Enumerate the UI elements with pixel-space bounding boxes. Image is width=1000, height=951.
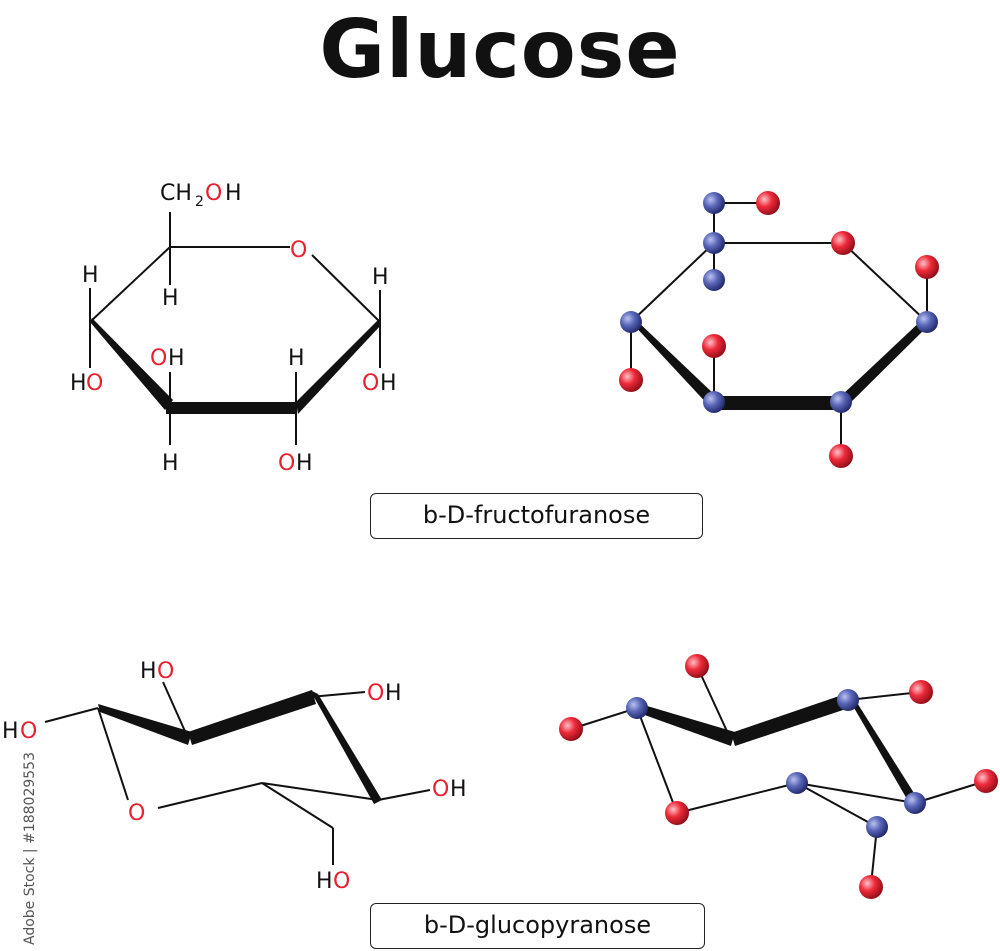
carbon-atom bbox=[786, 772, 808, 794]
h-label: H bbox=[372, 265, 389, 290]
carbon-atom bbox=[703, 269, 725, 291]
o-label: O bbox=[432, 777, 449, 802]
h-label: H bbox=[296, 451, 313, 476]
ring-oxygen-atom bbox=[831, 231, 855, 255]
o-label: O bbox=[157, 659, 174, 684]
haworth-structure: CH 2 O H O H H H H H H O O H O H O H bbox=[70, 181, 397, 476]
oxygen-atom bbox=[915, 255, 939, 279]
watermark-text: Adobe Stock | #188029553 bbox=[22, 752, 38, 945]
oxygen-atom bbox=[829, 444, 853, 468]
h-label: H bbox=[162, 451, 179, 476]
h-label: H bbox=[2, 719, 19, 744]
oxygen-atom bbox=[559, 717, 583, 741]
carbon-atom bbox=[916, 311, 938, 333]
ch2oh-subscript: 2 bbox=[195, 194, 204, 210]
o-label: O bbox=[367, 681, 384, 706]
oxygen-atom bbox=[909, 680, 933, 704]
carbon-atom bbox=[620, 311, 642, 333]
o-label: O bbox=[150, 346, 167, 371]
wedge-bond bbox=[310, 690, 382, 804]
carbon-atom bbox=[703, 232, 725, 254]
oxygen-atom bbox=[702, 334, 726, 358]
o-label: O bbox=[362, 371, 379, 396]
ch2oh-o-label: O bbox=[205, 181, 222, 206]
h-label: H bbox=[168, 346, 185, 371]
oxygen-atom bbox=[619, 368, 643, 392]
caption-fructofuranose: b-D-fructofuranose bbox=[370, 493, 703, 539]
caption-glucopyranose: b-D-glucopyranose bbox=[370, 903, 705, 949]
wedge-bond bbox=[90, 318, 173, 410]
carbon-atom bbox=[837, 689, 859, 711]
haworth-ball-model bbox=[619, 191, 939, 468]
carbon-atom bbox=[703, 192, 725, 214]
carbon-atom bbox=[626, 697, 648, 719]
wedge-bond bbox=[98, 704, 192, 745]
wedge-bond bbox=[731, 693, 852, 746]
oxygen-atom bbox=[974, 769, 998, 793]
h-label: H bbox=[70, 371, 87, 396]
ch2oh-c-label: CH bbox=[160, 181, 192, 206]
ch2oh-h-label: H bbox=[225, 181, 242, 206]
wedge-bond bbox=[188, 690, 316, 745]
oxygen-atom bbox=[859, 875, 883, 899]
h-label: H bbox=[385, 681, 402, 706]
o-label: O bbox=[86, 371, 103, 396]
chair-structure: O H O O H O H H O H O bbox=[2, 659, 467, 894]
h-label: H bbox=[450, 777, 467, 802]
o-label: O bbox=[333, 869, 350, 894]
oxygen-atom bbox=[685, 654, 709, 678]
h-label: H bbox=[288, 346, 305, 371]
h-label: H bbox=[162, 286, 179, 311]
chair-ball-model bbox=[559, 654, 998, 899]
bond bbox=[89, 246, 171, 323]
stock-watermark: Adobe Stock | #188029553 bbox=[4, 640, 38, 950]
ring-oxygen-label: O bbox=[290, 238, 307, 263]
h-label: H bbox=[380, 371, 397, 396]
o-label: O bbox=[278, 451, 295, 476]
h-label: H bbox=[316, 869, 333, 894]
wedge-bond bbox=[166, 402, 296, 414]
carbon-atom bbox=[866, 816, 888, 838]
bond bbox=[311, 254, 381, 323]
h-label: H bbox=[82, 263, 99, 288]
wedge-bond bbox=[714, 396, 841, 410]
carbon-atom bbox=[904, 792, 926, 814]
carbon-atom bbox=[703, 391, 725, 413]
ring-oxygen-atom bbox=[665, 801, 689, 825]
page-title: Glucose bbox=[319, 3, 681, 96]
wedge-bond bbox=[846, 694, 919, 806]
o-label: O bbox=[20, 719, 37, 744]
wedge-bond bbox=[637, 703, 735, 746]
oxygen-atom bbox=[756, 191, 780, 215]
wedge-bond bbox=[631, 318, 717, 409]
carbon-atom bbox=[830, 391, 852, 413]
wedge-bond bbox=[296, 320, 381, 414]
ring-oxygen-label: O bbox=[128, 801, 145, 826]
wedge-bond bbox=[841, 318, 929, 410]
h-label: H bbox=[140, 659, 157, 684]
